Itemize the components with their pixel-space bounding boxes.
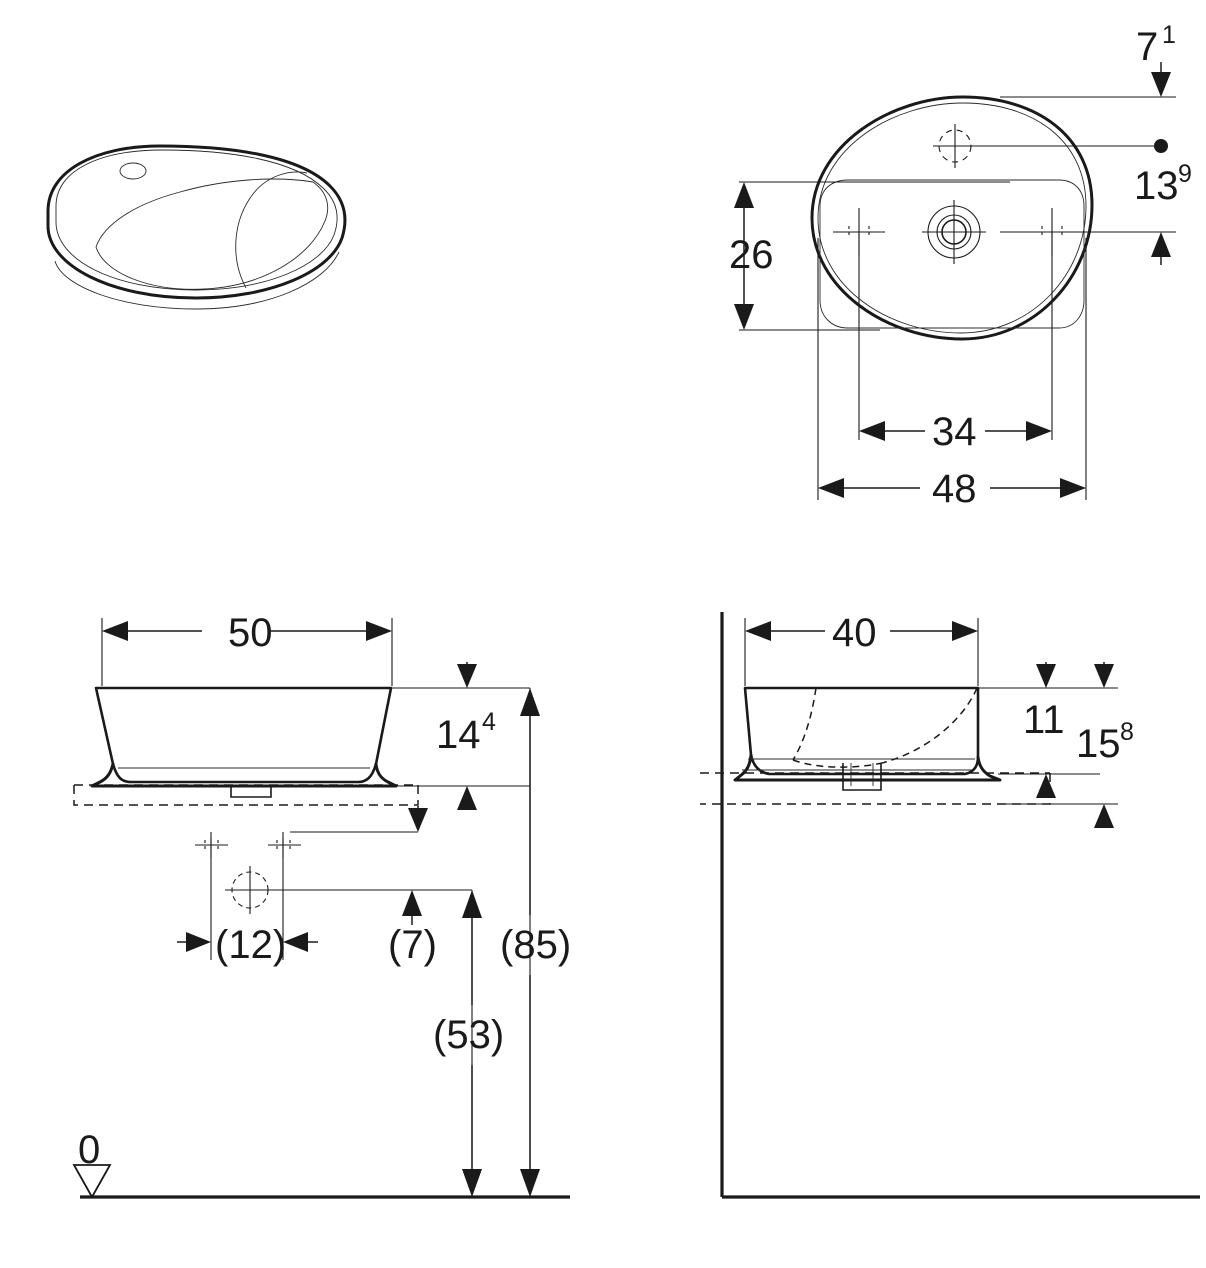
front-countertop-outline	[73, 785, 419, 806]
label-rear-to-axis-sup: 9	[1178, 160, 1192, 188]
side-waste-shaft	[842, 763, 882, 791]
label-waste-height: (53)	[433, 1013, 504, 1057]
isometric-outer-body	[46, 144, 347, 300]
dim-fixing-spacing	[859, 421, 1052, 441]
dim-rear-to-axis	[1151, 232, 1171, 265]
top-view-outer-outline	[810, 95, 1094, 341]
label-overall-depth-side: 40	[832, 611, 877, 655]
label-rim-height: (85)	[500, 923, 571, 967]
isometric-bowl-inner-curve	[235, 171, 308, 289]
isometric-tap-hole	[119, 162, 147, 180]
dim-bowl-depth	[734, 182, 754, 330]
front-view	[72, 618, 570, 1199]
dim-total-height	[1094, 662, 1114, 828]
top-view	[734, 62, 1176, 500]
label-total-height: 15	[1076, 722, 1121, 766]
dim-basin-height	[457, 662, 477, 810]
label-fixing-spacing: 34	[932, 410, 977, 454]
front-tap-hole-right	[268, 832, 301, 858]
dim-waste-height	[462, 890, 482, 1197]
side-view	[700, 612, 1200, 1199]
label-floor-datum: 0	[78, 1128, 100, 1172]
dim-waste-offset-upper	[408, 806, 428, 832]
top-view-inner-bowl	[819, 179, 1085, 329]
front-basin-body	[94, 686, 393, 784]
isometric-bowl-lower-edge	[95, 181, 329, 290]
dim-overall-width	[102, 621, 392, 641]
label-overall-width: 50	[228, 611, 273, 655]
dim-tap-hole-spacing	[177, 932, 318, 952]
label-total-height-sup: 8	[1120, 718, 1134, 746]
side-basin-foot	[733, 753, 1002, 782]
label-waste-offset: (7)	[388, 923, 437, 967]
top-view-drain	[922, 200, 986, 264]
label-overhang-rear: 7	[1136, 25, 1158, 69]
label-overhang-rear-sup: 1	[1162, 21, 1176, 49]
tap-hole-dot-terminator	[1154, 139, 1168, 153]
dim-overall-depth-side	[745, 621, 978, 641]
isometric-view	[46, 144, 347, 310]
label-basin-height-sup: 4	[482, 708, 496, 736]
top-view-tap-hole	[933, 124, 977, 168]
label-tap-hole-spacing: (12)	[215, 923, 286, 967]
dim-overhang-rear	[1151, 62, 1171, 97]
floor-datum-triangle	[72, 1164, 112, 1199]
label-overall-depth-top: 48	[932, 467, 977, 511]
front-waste-block	[230, 786, 272, 798]
dim-overall-depth-top	[818, 478, 1086, 498]
dim-waste-offset	[402, 890, 422, 925]
side-bowl-left-dashed	[792, 687, 817, 761]
label-bowl-depth: 26	[729, 233, 774, 277]
side-bowl-right-dashed	[881, 687, 978, 764]
dim-bowl-height	[1036, 662, 1056, 798]
isometric-rim-outline	[55, 149, 338, 291]
top-view-rim-offset	[817, 102, 1087, 334]
label-rear-to-axis: 13	[1134, 164, 1179, 208]
dim-rim-height	[520, 688, 540, 1197]
side-basin-body	[743, 686, 980, 776]
label-basin-height: 14	[436, 713, 481, 757]
front-basin-foot	[90, 762, 398, 788]
isometric-base-line	[54, 251, 340, 310]
side-waste-shaft-inner	[850, 763, 874, 786]
isometric-bowl-left-edge	[95, 178, 314, 248]
label-bowl-height: 11	[1023, 698, 1065, 742]
